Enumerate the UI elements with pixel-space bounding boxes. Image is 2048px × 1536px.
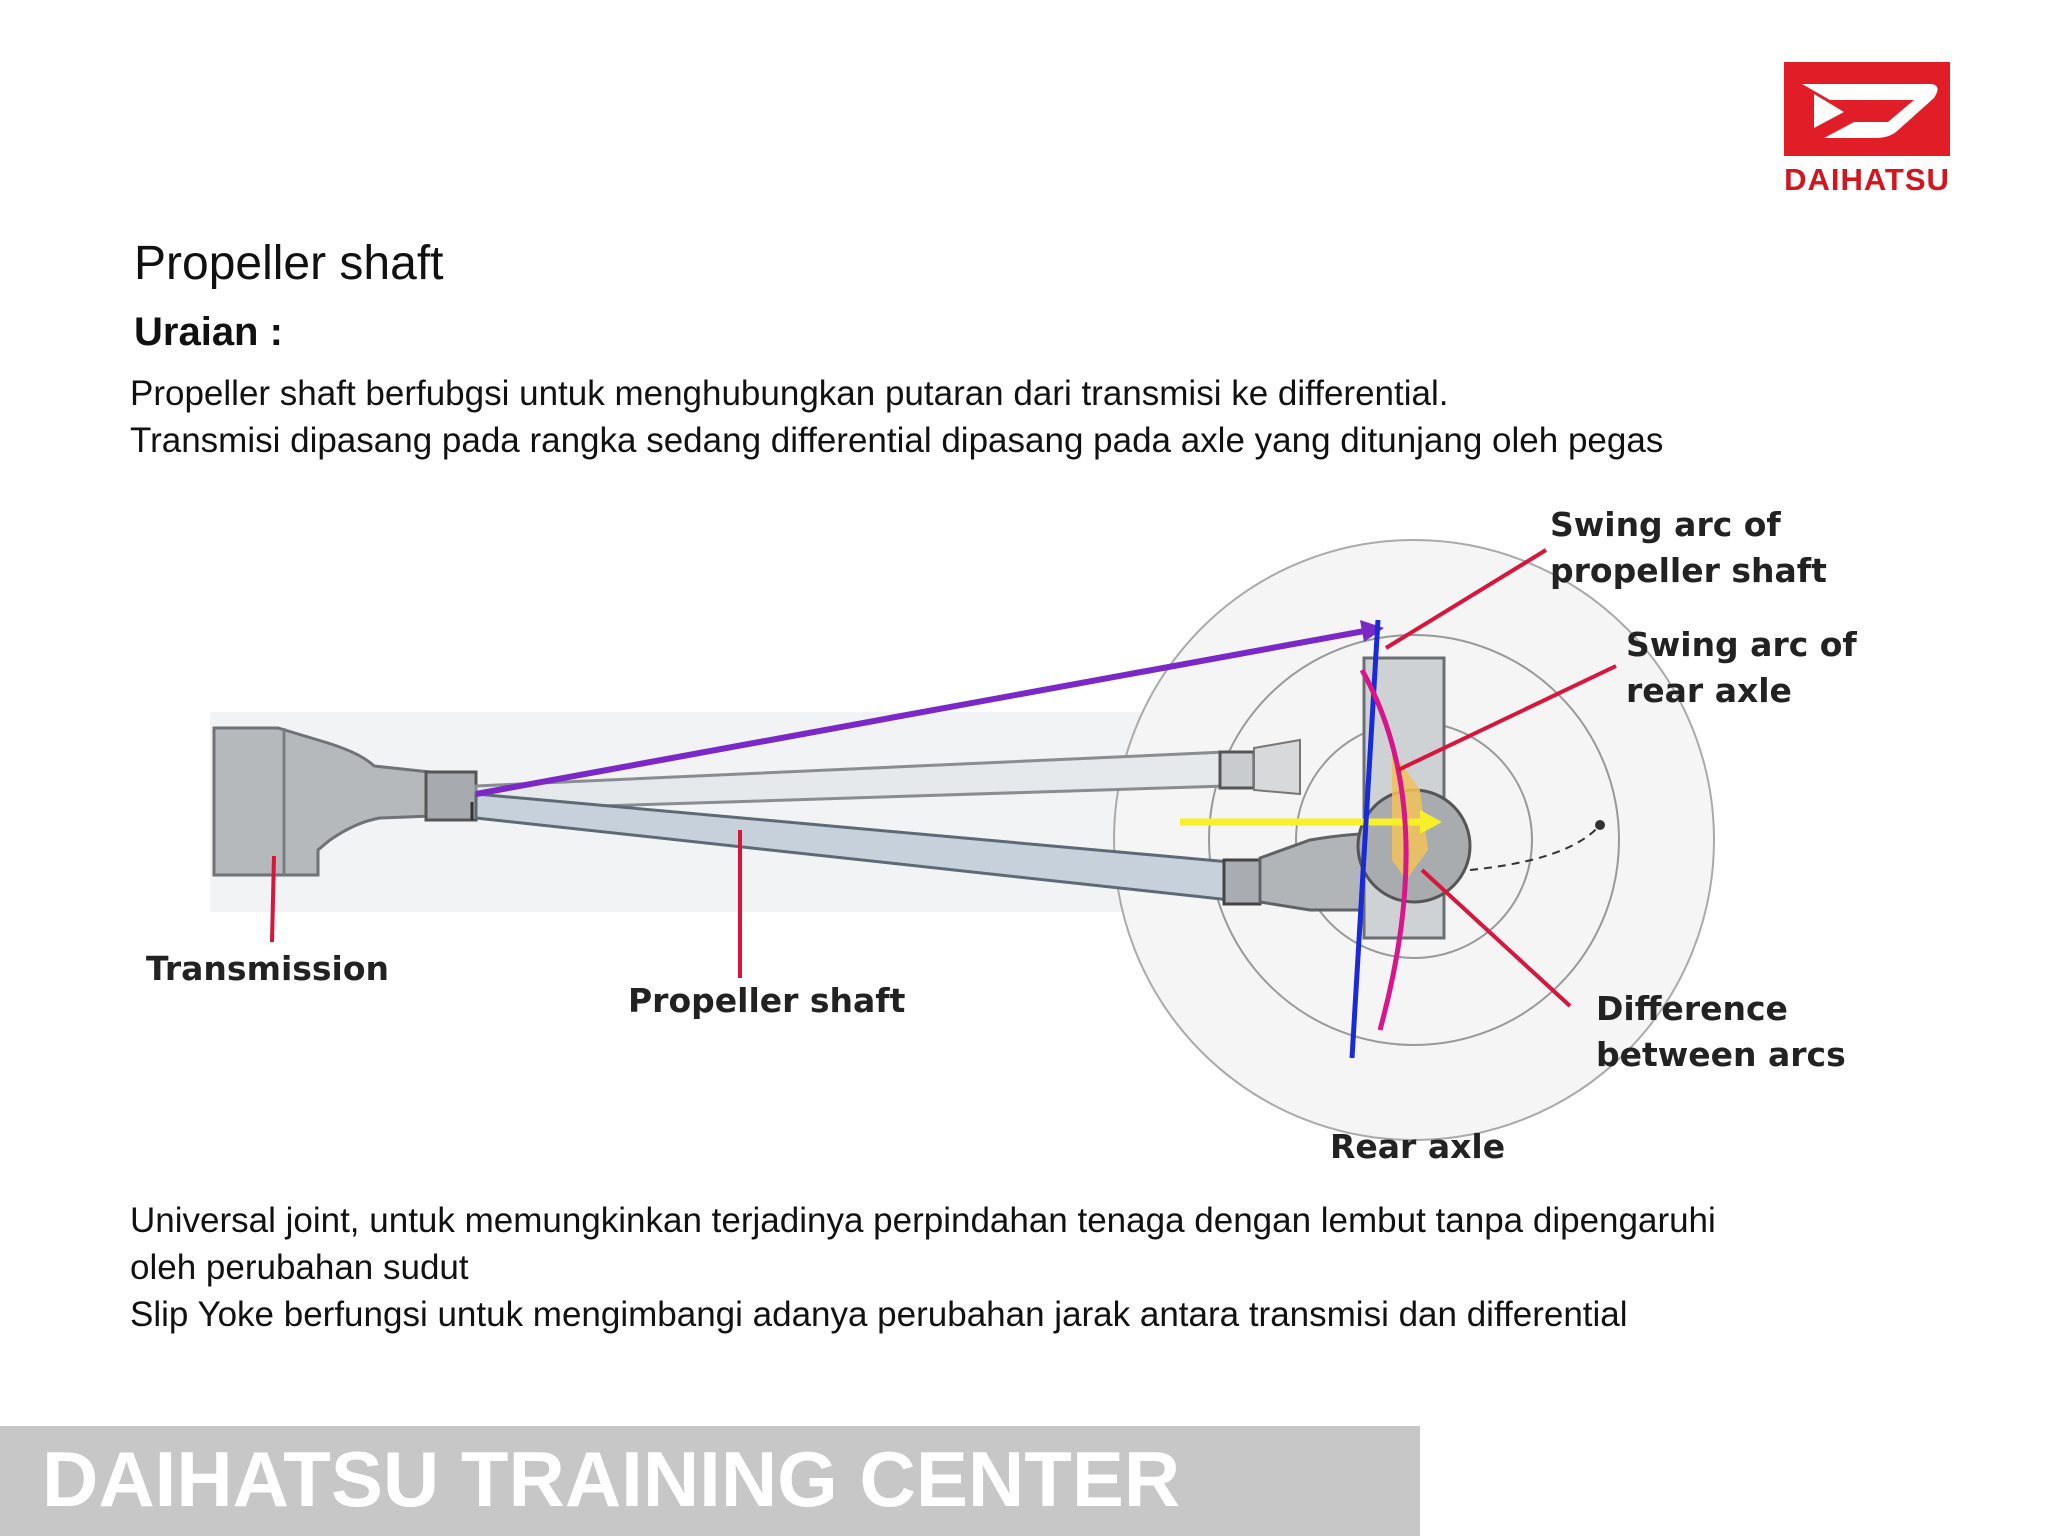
label-rear-axle: Rear axle xyxy=(1330,1127,1505,1166)
middle-swing-circle xyxy=(1208,634,1620,1046)
label-swing-propeller-2: propeller shaft xyxy=(1550,551,1827,590)
diagram-svg: Swing arc of propeller shaft Swing arc o… xyxy=(146,505,1857,1166)
transmission-housing xyxy=(212,726,432,877)
yellow-arrow-head xyxy=(1420,810,1442,834)
callout-difference xyxy=(1420,868,1572,1008)
page-title: Propeller shaft xyxy=(134,237,444,290)
callout-swing-axle xyxy=(1397,664,1617,772)
upper-rear-joint xyxy=(1218,750,1256,790)
daihatsu-emblem-icon xyxy=(1802,84,1938,138)
callout-transmission xyxy=(270,855,276,943)
label-difference-2: between arcs xyxy=(1596,1035,1846,1074)
intro-line-1: Propeller shaft berfubgsi untuk menghubu… xyxy=(130,374,1449,413)
lower-rear-joint xyxy=(1222,858,1262,906)
body-line-2: oleh perubahan sudut xyxy=(130,1248,469,1287)
logo-emblem xyxy=(1784,62,1950,156)
propeller-swing-line xyxy=(475,627,1371,797)
pivot-dot xyxy=(1595,820,1605,830)
label-difference-1: Difference xyxy=(1596,989,1788,1028)
logo-text: DAIHATSU xyxy=(1784,162,1950,197)
front-universal-joint xyxy=(424,770,478,822)
footer-text: DAIHATSU TRAINING CENTER xyxy=(42,1435,1181,1523)
propeller-arc-curve xyxy=(1359,668,1409,1031)
upper-differential-neck xyxy=(1253,738,1301,796)
daihatsu-logo: DAIHATSU xyxy=(1784,62,1950,197)
callout-swing-propeller xyxy=(1384,548,1548,650)
propeller-swing-arrowhead xyxy=(1360,620,1384,642)
propeller-shaft-diagram: Swing arc of propeller shaft Swing arc o… xyxy=(130,490,1910,1190)
dashed-arc xyxy=(1469,824,1601,871)
label-swing-axle-2: rear axle xyxy=(1626,671,1792,710)
intro-line-2: Transmisi dipasang pada rangka sedang di… xyxy=(130,421,1664,460)
body-line-1: Universal joint, untuk memungkinkan terj… xyxy=(130,1201,1716,1240)
label-transmission: Transmission xyxy=(146,949,389,988)
body-line-3: Slip Yoke berfungsi untuk mengimbangi ad… xyxy=(130,1295,1628,1334)
footer-banner: DAIHATSU TRAINING CENTER xyxy=(0,1426,1420,1536)
section-subtitle: Uraian : xyxy=(134,310,283,354)
label-swing-axle-1: Swing arc of xyxy=(1626,625,1857,664)
label-swing-propeller-1: Swing arc of xyxy=(1550,505,1781,544)
label-propeller-shaft: Propeller shaft xyxy=(628,981,906,1020)
